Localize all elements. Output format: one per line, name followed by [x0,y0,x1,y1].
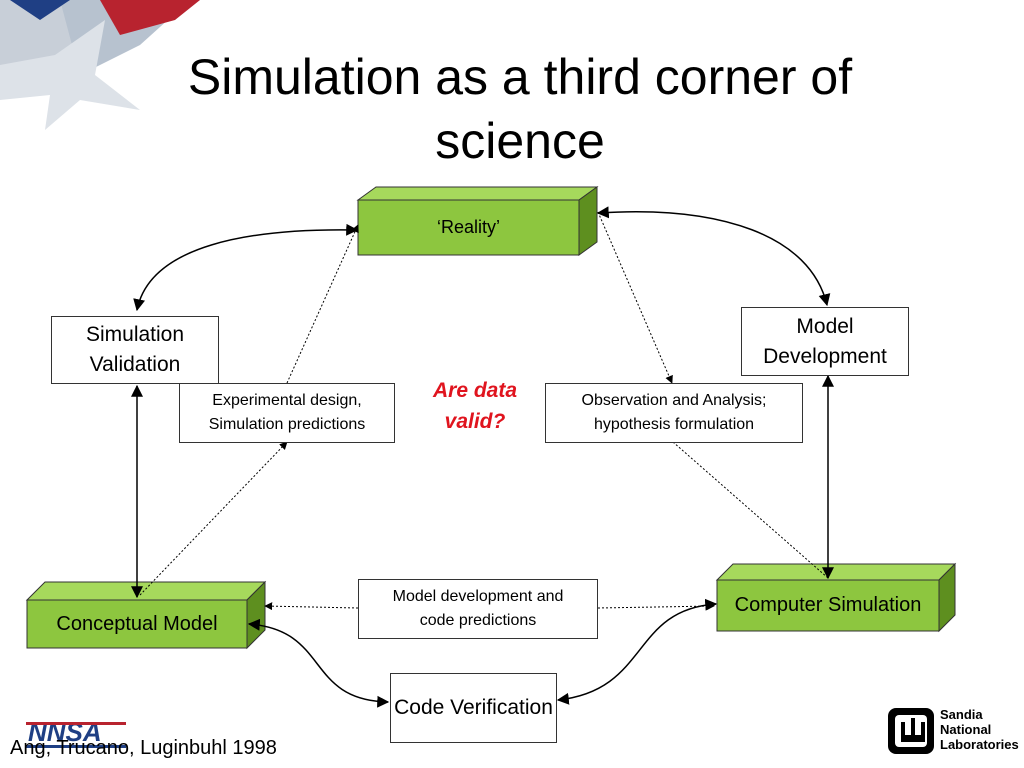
observation-analysis-box: Observation and Analysis; hypothesis for… [545,383,803,443]
experimental-design-box: Experimental design, Simulation predicti… [179,383,395,443]
reality-box [356,186,599,256]
model-development-box: Model Development [741,307,909,376]
citation: Ang, Trucano, Luginbuhl 1998 [10,737,277,759]
simulation-validation-box: Simulation Validation [51,316,219,384]
arrow-conceptual-verification [247,618,390,708]
dotted-modelcode-simulation [597,602,715,611]
dotted-modelcode-conceptual [264,602,359,611]
sandia-logo-text: Sandia National Laboratories [940,707,1019,752]
conceptual-model-box [25,580,267,650]
are-data-valid-text: Are data valid? [432,379,518,433]
sandia-logo-icon [888,708,934,754]
dotted-reality-experimental [286,224,359,384]
arrow-reality-validation [133,223,359,312]
computer-simulation-box [715,562,957,633]
nnsa-logo: NNSA [26,717,126,748]
reality-label: ‘Reality’ [436,217,501,237]
arrow-reality-modeldev [596,206,831,307]
slide-title: Simulation as a third corner of science [187,49,853,169]
arrow-verification-simulation [556,598,718,705]
conceptual-model-label: Conceptual Model [56,612,218,635]
model-code-predictions-box: Model development and code predictions [358,579,598,639]
code-verification-box: Code Verification [390,673,557,743]
computer-simulation-label: Computer Simulation [734,594,922,616]
dotted-conceptual-experimental [139,441,288,596]
dotted-reality-observation [597,211,673,384]
star-banner-icon [0,0,200,130]
